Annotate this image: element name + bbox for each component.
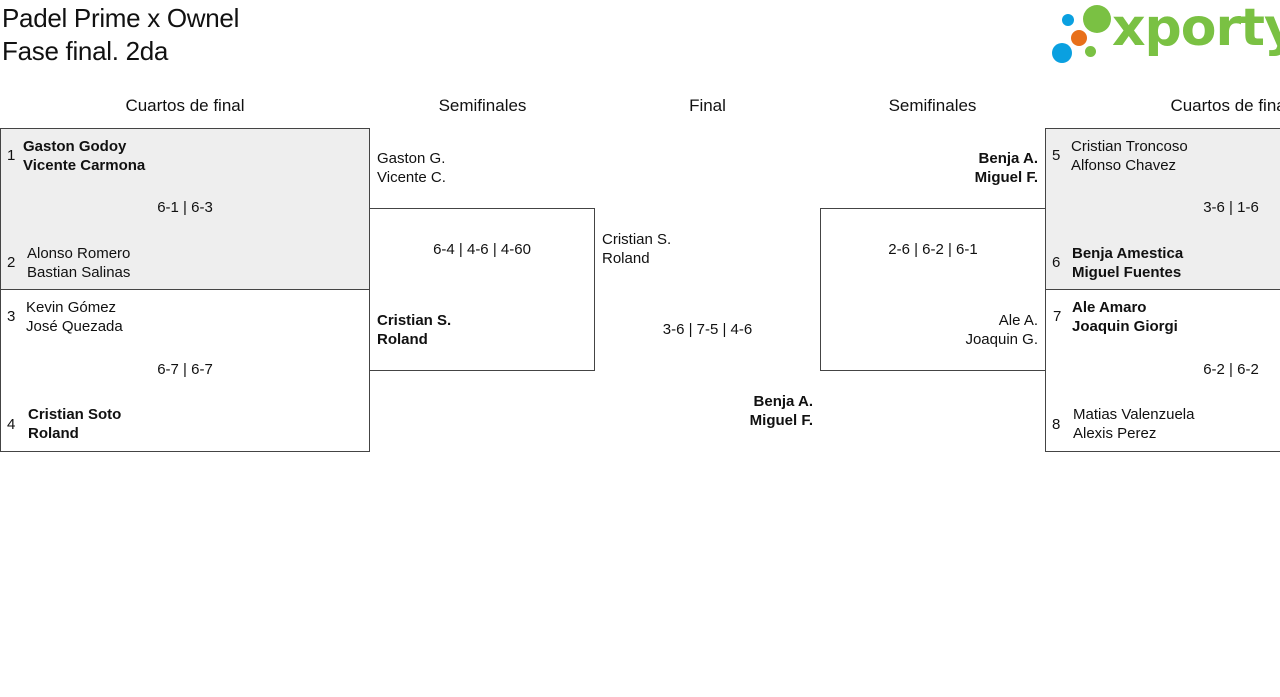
header-final: Final [689,96,726,115]
player-name: José Quezada [26,318,123,335]
player-name: Matias Valenzuela [1073,406,1195,423]
match-score: 3-6 | 1-6 [1203,199,1259,216]
logo-dot-blue-small [1062,14,1074,26]
seed-number: 6 [1052,254,1061,271]
seed-number: 2 [7,254,16,271]
player-name: Ale A. [998,312,1038,329]
player-name: Gaston Godoy [23,138,127,155]
seed-number: 7 [1053,308,1062,325]
player-name: Cristian Soto [28,406,122,423]
final-team-top: Cristian S. Roland [602,230,671,268]
team-loser: Cristian Troncoso Alfonso Chavez [1071,137,1188,175]
sf-left-match[interactable]: 6-4 | 4-6 | 4-60 Cristian S. Roland [369,208,595,371]
player-name: Cristian S. [602,231,672,248]
player-name: Roland [377,331,428,348]
sf-right-team-top: Benja A. Miguel F. [975,149,1038,187]
player-name: Cristian Troncoso [1071,138,1188,155]
player-name: Vicente Carmona [23,157,146,174]
header-sf-right: Semifinales [888,96,977,115]
header-qf-left: Cuartos de final [125,96,245,115]
final-team-bottom: Benja A. Miguel F. [750,392,813,430]
player-name: Benja A. [978,150,1038,167]
logo-text: xporty [1112,0,1280,58]
sf-right-team-bottom: Ale A. Joaquin G. [965,311,1038,349]
qf-right-match-1[interactable]: 5 Cristian Troncoso Alfonso Chavez 3-6 |… [1045,128,1280,290]
qf-right-match-2[interactable]: 7 Ale Amaro Joaquin Giorgi 6-2 | 6-2 8 M… [1045,289,1280,452]
player-name: Gaston G. [377,150,446,167]
player-name: Vicente C. [377,169,446,186]
team-loser: Matias Valenzuela Alexis Perez [1073,405,1194,443]
seed-number: 1 [7,147,16,164]
sf-left-team-bottom: Cristian S. Roland [377,311,451,349]
final-score: 3-6 | 7-5 | 4-6 [662,321,753,338]
sf-right-match[interactable]: 2-6 | 6-2 | 6-1 Ale A. Joaquin G. [820,208,1046,371]
team-winner: Gaston Godoy Vicente Carmona [23,137,145,175]
match-score: 6-4 | 4-6 | 4-60 [433,241,531,258]
page-title: Padel Prime x Ownel Fase final. 2da [2,2,239,68]
match-score: 6-7 | 6-7 [157,361,213,378]
logo-dot-orange [1071,30,1087,46]
team-winner: Ale Amaro Joaquin Giorgi [1072,298,1178,336]
player-name: Kevin Gómez [26,299,117,316]
team-winner: Benja Amestica Miguel Fuentes [1072,244,1183,282]
header-qf-right: Cuartos de final [1170,96,1280,115]
player-name: Benja A. [753,393,813,410]
player-name: Ale Amaro [1072,299,1147,316]
player-name: Alexis Perez [1073,425,1157,442]
logo-dot-green [1083,5,1111,33]
match-score: 2-6 | 6-2 | 6-1 [888,241,978,258]
qf-left-match-2[interactable]: 3 Kevin Gómez José Quezada 6-7 | 6-7 4 C… [0,289,370,452]
player-name: Alonso Romero [27,245,131,262]
seed-number: 5 [1052,147,1061,164]
seed-number: 4 [7,416,16,433]
sf-left-team-top: Gaston G. Vicente C. [377,149,446,187]
player-name: Benja Amestica [1072,245,1184,262]
player-name: Bastian Salinas [27,264,131,281]
qf-left-match-1[interactable]: 1 Gaston Godoy Vicente Carmona 6-1 | 6-3… [0,128,370,290]
player-name: Cristian S. [377,312,452,329]
team-winner: Cristian Soto Roland [28,405,121,443]
match-score: 6-2 | 6-2 [1203,361,1259,378]
player-name: Roland [602,250,650,267]
player-name: Alfonso Chavez [1071,157,1177,174]
seed-number: 8 [1052,416,1061,433]
player-name: Roland [28,425,79,442]
match-score: 6-1 | 6-3 [157,199,213,216]
team-loser: Alonso Romero Bastian Salinas [27,244,130,282]
title-line-2: Fase final. 2da [2,36,169,66]
logo-dot-green-small [1085,46,1096,57]
team-loser: Kevin Gómez José Quezada [26,298,123,336]
xporty-logo: xporty [1050,0,1280,68]
logo-dot-blue-large [1052,43,1072,63]
seed-number: 3 [7,308,16,325]
player-name: Miguel F. [974,169,1038,186]
player-name: Miguel Fuentes [1072,264,1182,281]
player-name: Joaquin G. [965,331,1038,348]
header-sf-left: Semifinales [438,96,527,115]
title-line-1: Padel Prime x Ownel [2,3,240,33]
player-name: Joaquin Giorgi [1072,318,1178,335]
player-name: Miguel F. [749,412,813,429]
